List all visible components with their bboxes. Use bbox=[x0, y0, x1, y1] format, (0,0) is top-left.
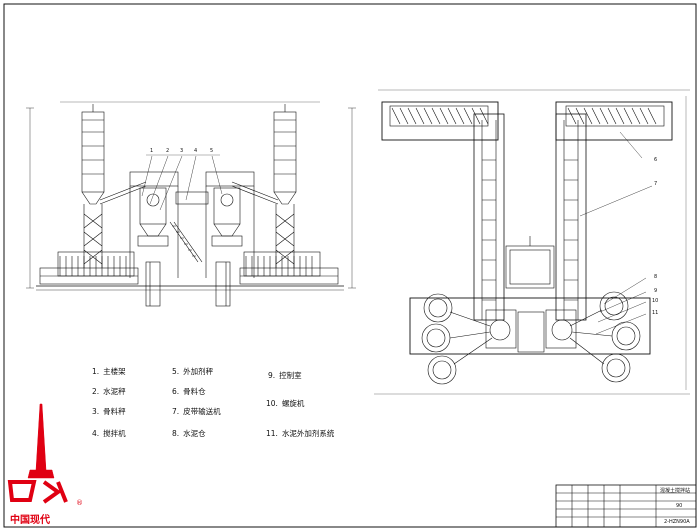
title-block bbox=[555, 484, 697, 528]
legend-item: 1.主楼架 bbox=[92, 367, 126, 376]
callout-11: 11 bbox=[652, 310, 659, 316]
callout-5: 5 bbox=[210, 148, 214, 154]
legend-item: 2.水泥秤 bbox=[92, 387, 126, 396]
silo-plan-4 bbox=[599, 291, 629, 321]
silo-plan-5 bbox=[611, 321, 641, 351]
callout-4: 4 bbox=[194, 148, 198, 154]
legend-item: 8.水泥仓 bbox=[172, 429, 206, 438]
left-silo bbox=[81, 111, 105, 193]
silo-plan-1 bbox=[423, 293, 453, 323]
callout-9: 9 bbox=[654, 288, 658, 294]
legend-item: 3.骨料秤 bbox=[92, 407, 126, 416]
left-top-bins bbox=[381, 101, 499, 141]
registered-mark: ® bbox=[76, 499, 83, 507]
callout-2: 2 bbox=[166, 148, 170, 154]
brand-name: 中国现代 bbox=[10, 515, 50, 526]
drawing-code: 2-HZN90A bbox=[664, 519, 690, 525]
callout-6: 6 bbox=[654, 157, 658, 163]
parts-legend: 1.主楼架 2.水泥秤 3.骨料秤 4.搅拌机 5.外加剂秤 6.骨料仓 7.皮… bbox=[92, 366, 352, 446]
silo-plan-3 bbox=[427, 355, 457, 385]
legend-item: 10.螺旋机 bbox=[266, 399, 305, 408]
sheet-border bbox=[3, 3, 697, 528]
callout-7: 7 bbox=[654, 181, 658, 187]
legend-item: 6.骨料仓 bbox=[172, 387, 206, 396]
callout-1: 1 bbox=[150, 148, 154, 154]
left-main-building-roof bbox=[129, 171, 179, 187]
silo-plan-6 bbox=[601, 353, 631, 383]
silo-plan-2 bbox=[421, 323, 451, 353]
right-main-building-roof bbox=[205, 171, 255, 187]
drawing-name: 混凝土搅拌站 bbox=[660, 488, 691, 494]
callout-8: 8 bbox=[654, 274, 658, 280]
legend-item: 5.外加剂秤 bbox=[172, 367, 214, 376]
drawing-model: 90 bbox=[676, 503, 683, 509]
plan-view bbox=[374, 89, 690, 395]
callout-3: 3 bbox=[180, 148, 184, 154]
legend-item: 11.水泥外加剂系统 bbox=[266, 429, 335, 438]
control-room bbox=[505, 245, 555, 289]
legend-item: 4.搅拌机 bbox=[92, 429, 126, 438]
elevation-view bbox=[26, 101, 356, 307]
callout-10: 10 bbox=[652, 298, 659, 304]
brand-logo-icon bbox=[7, 403, 68, 504]
legend-item: 9.控制室 bbox=[268, 371, 302, 380]
right-silo bbox=[273, 111, 297, 193]
legend-item: 7.皮带输送机 bbox=[172, 407, 221, 416]
